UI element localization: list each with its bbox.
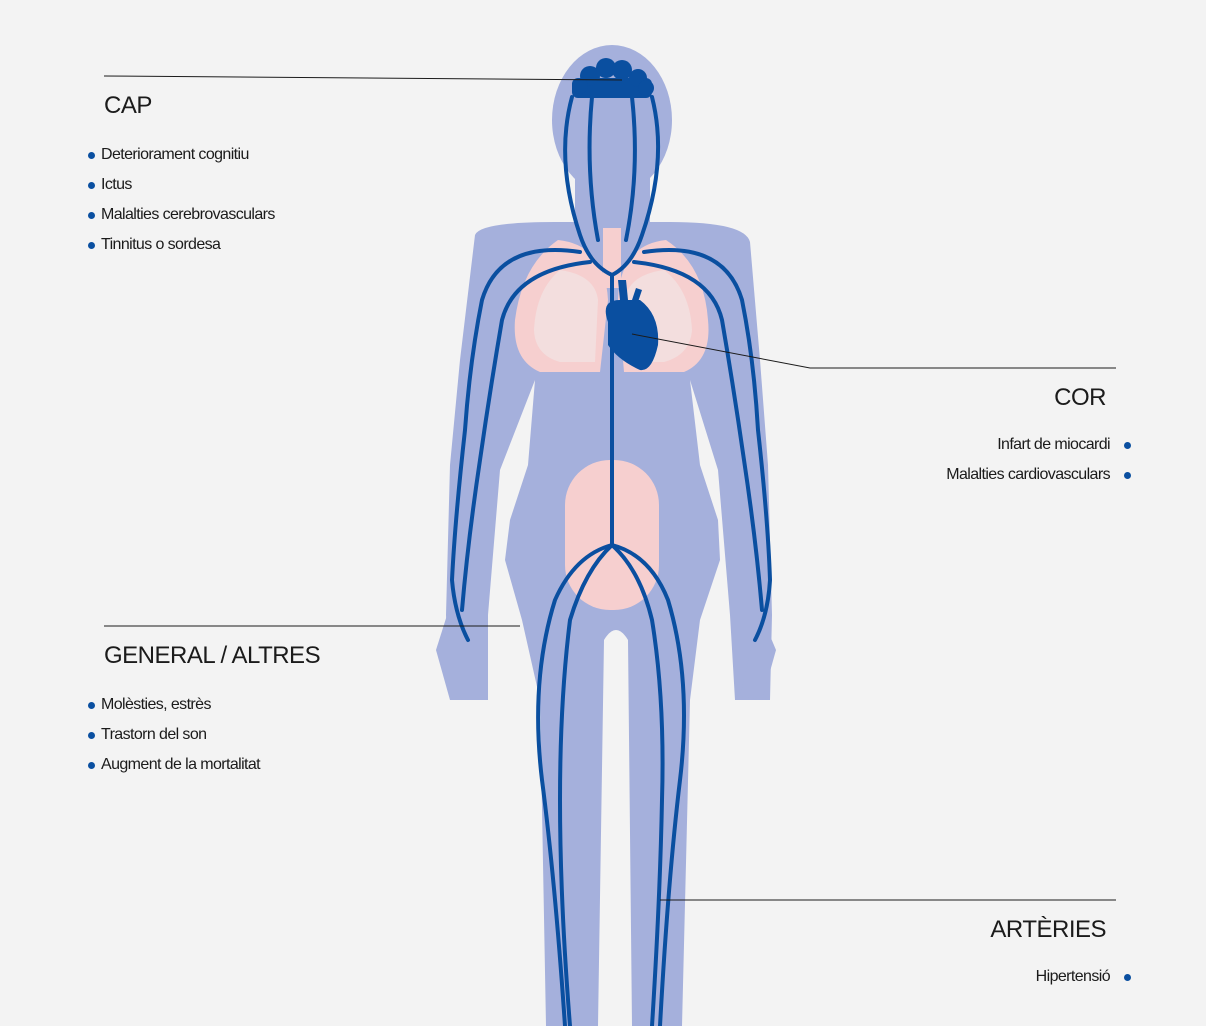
bullet-icon xyxy=(88,732,95,739)
list-item: Tinnitus o sordesa xyxy=(88,230,388,260)
list-item: Ictus xyxy=(88,170,388,200)
bullet-icon xyxy=(88,182,95,189)
section-title-cap: CAP xyxy=(104,92,388,120)
bullet-icon xyxy=(88,152,95,159)
section-title-arteries: ARTÈRIES xyxy=(830,916,1106,944)
list-item: Malalties cardiovasculars xyxy=(830,460,1131,490)
section-cor: COR Infart de miocardi Malalties cardiov… xyxy=(830,384,1131,490)
list-item: Augment de la mortalitat xyxy=(88,750,388,780)
list-item: Molèsties, estrès xyxy=(88,690,388,720)
list-item: Infart de miocardi xyxy=(830,430,1131,460)
list-item: Hipertensió xyxy=(830,962,1131,992)
section-arteries: ARTÈRIES Hipertensió xyxy=(830,916,1131,992)
list-cor: Infart de miocardi Malalties cardiovascu… xyxy=(830,430,1131,490)
section-general: GENERAL / ALTRES Molèsties, estrès Trast… xyxy=(88,642,388,780)
bullet-icon xyxy=(1124,974,1131,981)
list-arteries: Hipertensió xyxy=(830,962,1131,992)
bullet-icon xyxy=(1124,442,1131,449)
list-cap: Deteriorament cognitiu Ictus Malalties c… xyxy=(88,140,388,260)
bullet-icon xyxy=(88,702,95,709)
list-item: Trastorn del son xyxy=(88,720,388,750)
list-general: Molèsties, estrès Trastorn del son Augme… xyxy=(88,690,388,780)
leader-line-cap xyxy=(104,76,622,80)
list-item: Malalties cerebrovasculars xyxy=(88,200,388,230)
section-title-cor: COR xyxy=(830,384,1106,412)
section-cap: CAP Deteriorament cognitiu Ictus Malalti… xyxy=(88,92,388,260)
bullet-icon xyxy=(1124,472,1131,479)
section-title-general: GENERAL / ALTRES xyxy=(104,642,388,670)
bullet-icon xyxy=(88,762,95,769)
bullet-icon xyxy=(88,212,95,219)
list-item: Deteriorament cognitiu xyxy=(88,140,388,170)
bullet-icon xyxy=(88,242,95,249)
